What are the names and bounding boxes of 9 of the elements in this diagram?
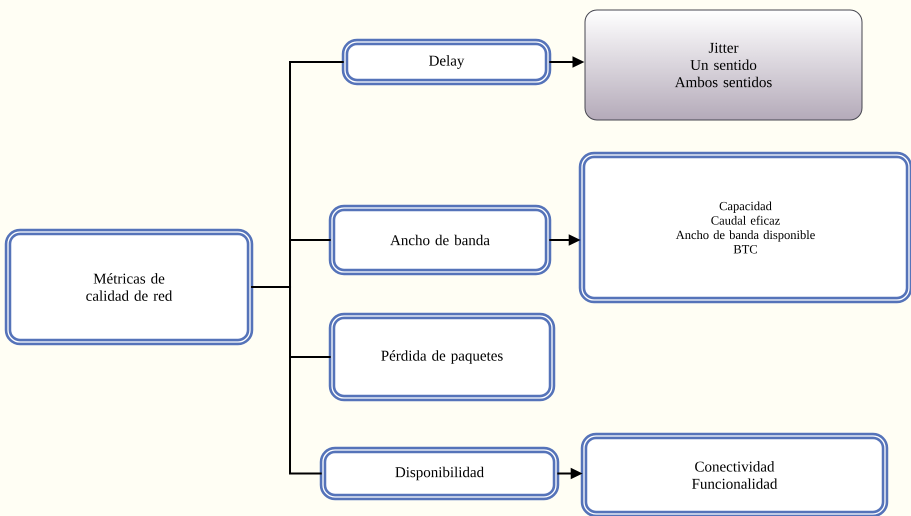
rounded-box: Métricas de calidad de red [4,228,254,346]
rounded-box: Capacidad Caudal eficaz Ancho de banda disponible BTC [578,152,911,304]
connector-line [251,286,322,474]
rounded-box: Delay [342,38,552,86]
rounded-box: Ancho de banda [328,204,552,276]
rounded-box: Conectividad Funcionalidad [580,432,888,516]
rounded-box: Jitter Un sentido Ambos sentidos [584,10,862,120]
rounded-box: Disponibilidad [320,446,560,500]
rounded-box: Pérdida de paquetes [328,312,556,402]
